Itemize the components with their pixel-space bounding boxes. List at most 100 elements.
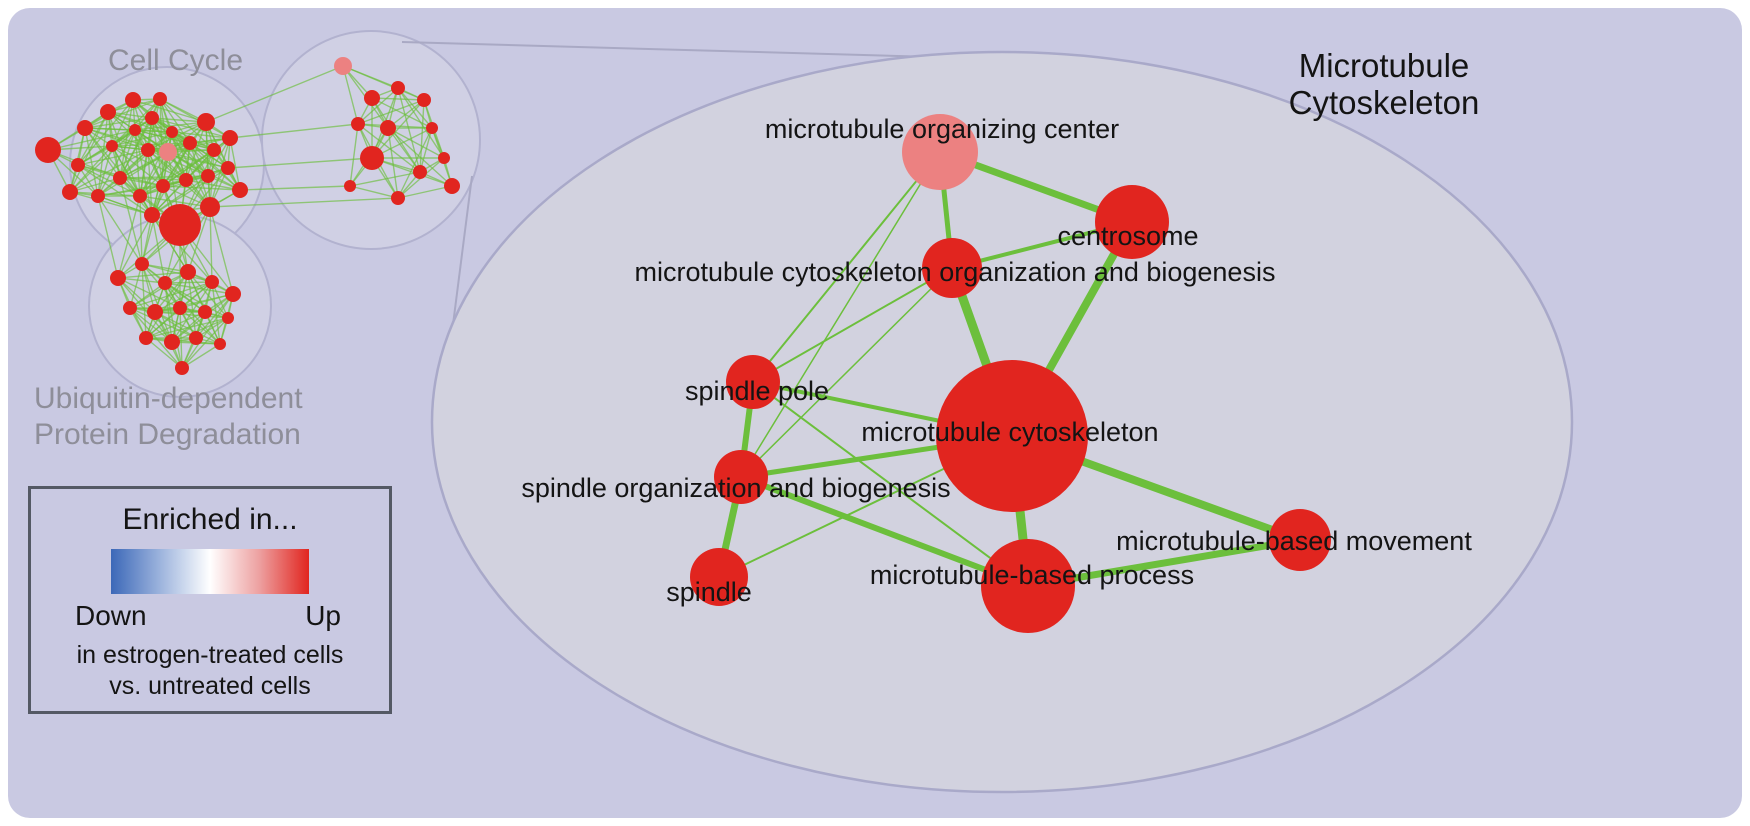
zoom-node-mco bbox=[922, 238, 982, 298]
zoom-node-mt_cyto bbox=[936, 360, 1088, 512]
zoom-node-label-moc: microtubule organizing center bbox=[765, 114, 1119, 144]
overview-node bbox=[110, 270, 126, 286]
overview-edge bbox=[119, 129, 136, 179]
overview-node bbox=[159, 204, 201, 246]
overview-edge bbox=[132, 99, 149, 151]
overview-edge bbox=[227, 157, 373, 169]
legend-scale-row: Down Up bbox=[31, 600, 389, 632]
overview-edge bbox=[111, 98, 161, 147]
zoom-node-mt_move bbox=[1269, 509, 1331, 571]
overview-node bbox=[173, 301, 187, 315]
overview-node bbox=[123, 301, 137, 315]
zoom-edge bbox=[738, 474, 1031, 589]
overview-edge bbox=[69, 149, 149, 193]
overview-node bbox=[207, 143, 221, 157]
overview-node bbox=[205, 275, 219, 289]
legend-caption: in estrogen-treated cells vs. untreated … bbox=[31, 640, 389, 701]
zoom-node-moc bbox=[902, 114, 978, 190]
overview-node bbox=[144, 207, 160, 223]
overview-node bbox=[225, 286, 241, 302]
overview-node bbox=[334, 57, 352, 75]
overview-node bbox=[164, 334, 180, 350]
overview-node bbox=[222, 312, 234, 324]
overview-edge bbox=[141, 185, 164, 265]
overview-edge bbox=[97, 129, 136, 197]
overview-edge bbox=[419, 127, 433, 173]
overview-edge bbox=[147, 121, 207, 151]
overview-edge bbox=[229, 123, 359, 139]
overview-edge bbox=[97, 111, 109, 197]
overview-edge bbox=[69, 145, 113, 193]
overview-edge bbox=[145, 307, 181, 339]
zoom-node-label-spindle: spindle bbox=[666, 577, 752, 607]
overview-edge bbox=[195, 293, 234, 339]
overview-edge bbox=[387, 127, 445, 159]
overview-edge bbox=[349, 185, 399, 199]
overview-edge bbox=[397, 87, 445, 159]
overview-node bbox=[222, 130, 238, 146]
zoom-node-label-spindle_pole: spindle pole bbox=[685, 376, 829, 406]
overview-edge bbox=[419, 99, 425, 173]
overview-edge bbox=[151, 179, 187, 216]
overview-edge bbox=[164, 281, 213, 284]
overview-nodes bbox=[35, 57, 460, 375]
overview-edge bbox=[185, 121, 207, 181]
overview-edge bbox=[171, 131, 209, 177]
zoom-edge bbox=[752, 151, 941, 383]
overview-edge bbox=[387, 127, 399, 199]
overview-edge bbox=[209, 206, 234, 295]
overview-edge bbox=[209, 206, 213, 283]
overview-edge bbox=[117, 214, 153, 279]
overview-edge bbox=[119, 175, 209, 179]
overview-edge bbox=[151, 117, 215, 151]
overview-edge bbox=[117, 195, 141, 279]
legend-caption-line1: in estrogen-treated cells bbox=[76, 641, 344, 669]
overview-edge bbox=[69, 129, 136, 193]
overview-node bbox=[145, 111, 159, 125]
overview-edge bbox=[349, 123, 359, 187]
overview-node bbox=[413, 165, 427, 179]
overview-node bbox=[426, 122, 438, 134]
overview-edge bbox=[145, 317, 229, 339]
overview-node bbox=[214, 338, 226, 350]
legend-gradient-bar bbox=[111, 549, 309, 594]
overview-edge bbox=[349, 171, 421, 187]
overview-edge bbox=[145, 311, 206, 339]
overview-edge bbox=[129, 271, 189, 309]
overview-node bbox=[351, 117, 365, 131]
overview-node bbox=[179, 173, 193, 187]
overview-edge bbox=[141, 263, 156, 313]
zoom-edge bbox=[752, 381, 1029, 587]
overview-edge bbox=[357, 99, 425, 125]
overview-edge bbox=[69, 177, 121, 193]
overview-edge bbox=[397, 185, 453, 199]
overview-edge bbox=[84, 117, 153, 129]
overview-edge bbox=[164, 206, 211, 284]
overview-edge bbox=[181, 343, 221, 369]
overview-edge bbox=[159, 98, 191, 144]
overview-node bbox=[156, 179, 170, 193]
zoom-nodes bbox=[690, 114, 1331, 633]
overview-edge bbox=[141, 263, 213, 283]
overview-edge bbox=[342, 65, 359, 125]
overview-edge bbox=[97, 195, 119, 279]
zoom-node-label-spindle_org: spindle organization and biogenesis bbox=[521, 473, 950, 503]
overview-node bbox=[380, 120, 396, 136]
main-title-line2: Cytoskeleton bbox=[1288, 83, 1480, 121]
overview-node bbox=[344, 180, 356, 192]
overview-edge bbox=[151, 214, 166, 284]
overview-node bbox=[221, 161, 235, 175]
overview-node bbox=[159, 143, 177, 161]
overview-node bbox=[106, 140, 118, 152]
overview-node bbox=[180, 264, 196, 280]
zoom-node-spindle_pole bbox=[726, 355, 780, 409]
zoom-node-spindle bbox=[690, 548, 748, 606]
overview-node bbox=[125, 92, 141, 108]
overview-node bbox=[197, 113, 215, 131]
overview-edge bbox=[154, 271, 189, 313]
overview-node bbox=[189, 331, 203, 345]
overview-edge bbox=[159, 98, 231, 139]
overview-edge bbox=[164, 282, 206, 313]
overview-edge bbox=[371, 157, 453, 187]
